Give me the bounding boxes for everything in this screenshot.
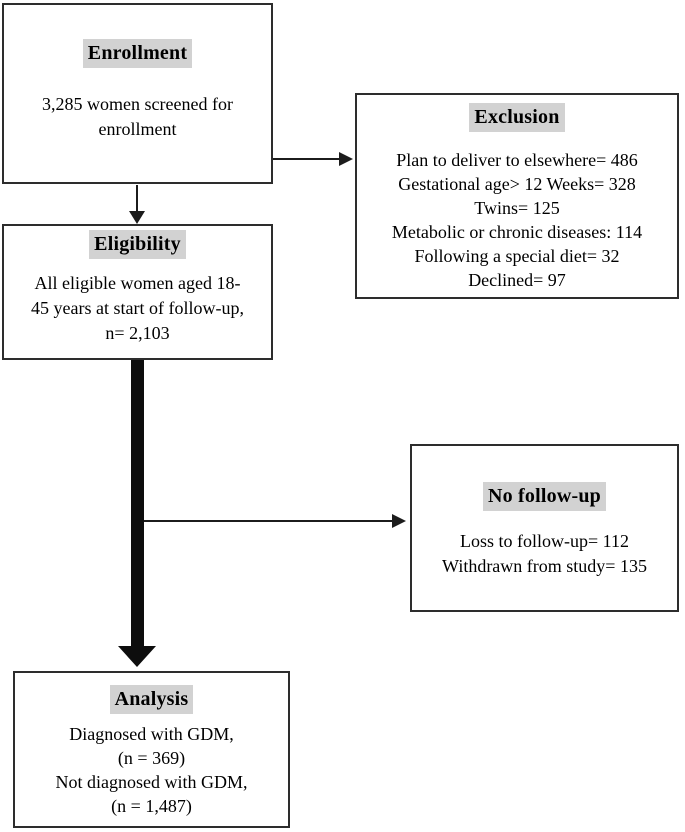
exclusion-body: Plan to deliver to elsewhere= 486 Gestat… bbox=[357, 148, 677, 292]
arrow-enrollment-to-eligibility-line bbox=[136, 185, 138, 212]
text-line: 3,285 women screened for bbox=[42, 94, 233, 114]
arrow-enrollment-to-exclusion-line bbox=[273, 158, 340, 160]
no-followup-title: No follow-up bbox=[483, 482, 606, 511]
arrow-right-icon bbox=[339, 152, 353, 166]
text-line: (n = 1,487) bbox=[111, 796, 192, 816]
arrow-right-icon bbox=[392, 514, 406, 528]
analysis-box: Analysis Diagnosed with GDM, (n = 369) N… bbox=[13, 671, 290, 828]
arrow-branch-to-no-followup-line bbox=[144, 520, 393, 522]
text-line: Loss to follow-up= 112 bbox=[460, 531, 629, 551]
enrollment-title-row: Enrollment bbox=[4, 39, 271, 68]
text-line: All eligible women aged 18- bbox=[34, 273, 241, 293]
thick-arrow-eligibility-to-analysis-bar bbox=[131, 360, 144, 646]
exclusion-title-row: Exclusion bbox=[357, 103, 677, 132]
text-line: Gestational age> 12 Weeks= 328 bbox=[398, 174, 636, 194]
eligibility-box: Eligibility All eligible women aged 18- … bbox=[2, 224, 273, 360]
text-line: Diagnosed with GDM, bbox=[69, 724, 234, 744]
text-line: n= 2,103 bbox=[105, 323, 170, 343]
enrollment-title: Enrollment bbox=[82, 39, 193, 68]
text-line: enrollment bbox=[98, 119, 177, 139]
analysis-body: Diagnosed with GDM, (n = 369) Not diagno… bbox=[15, 722, 288, 818]
arrow-down-icon bbox=[129, 211, 145, 224]
analysis-title: Analysis bbox=[109, 685, 194, 714]
eligibility-body: All eligible women aged 18- 45 years at … bbox=[4, 271, 271, 346]
no-followup-box: No follow-up Loss to follow-up= 112 With… bbox=[410, 444, 679, 612]
exclusion-box: Exclusion Plan to deliver to elsewhere= … bbox=[355, 93, 679, 299]
text-line: Twins= 125 bbox=[474, 198, 560, 218]
text-line: Following a special diet= 32 bbox=[414, 246, 620, 266]
eligibility-title: Eligibility bbox=[89, 230, 186, 259]
thick-arrow-down-icon bbox=[118, 646, 156, 667]
no-followup-body: Loss to follow-up= 112 Withdrawn from st… bbox=[412, 529, 677, 579]
enrollment-box: Enrollment 3,285 women screened for enro… bbox=[2, 3, 273, 184]
text-line: Declined= 97 bbox=[468, 270, 566, 290]
text-line: Metabolic or chronic diseases: 114 bbox=[391, 222, 643, 242]
text-line: 45 years at start of follow-up, bbox=[31, 298, 244, 318]
eligibility-title-row: Eligibility bbox=[4, 230, 271, 259]
analysis-title-row: Analysis bbox=[15, 685, 288, 714]
enrollment-body: 3,285 women screened for enrollment bbox=[4, 92, 271, 142]
text-line: Not diagnosed with GDM, bbox=[55, 772, 248, 792]
no-followup-title-row: No follow-up bbox=[412, 482, 677, 511]
text-line: Withdrawn from study= 135 bbox=[442, 556, 647, 576]
text-line: Plan to deliver to elsewhere= 486 bbox=[396, 150, 638, 170]
text-line: (n = 369) bbox=[117, 748, 186, 768]
exclusion-title: Exclusion bbox=[469, 103, 565, 132]
